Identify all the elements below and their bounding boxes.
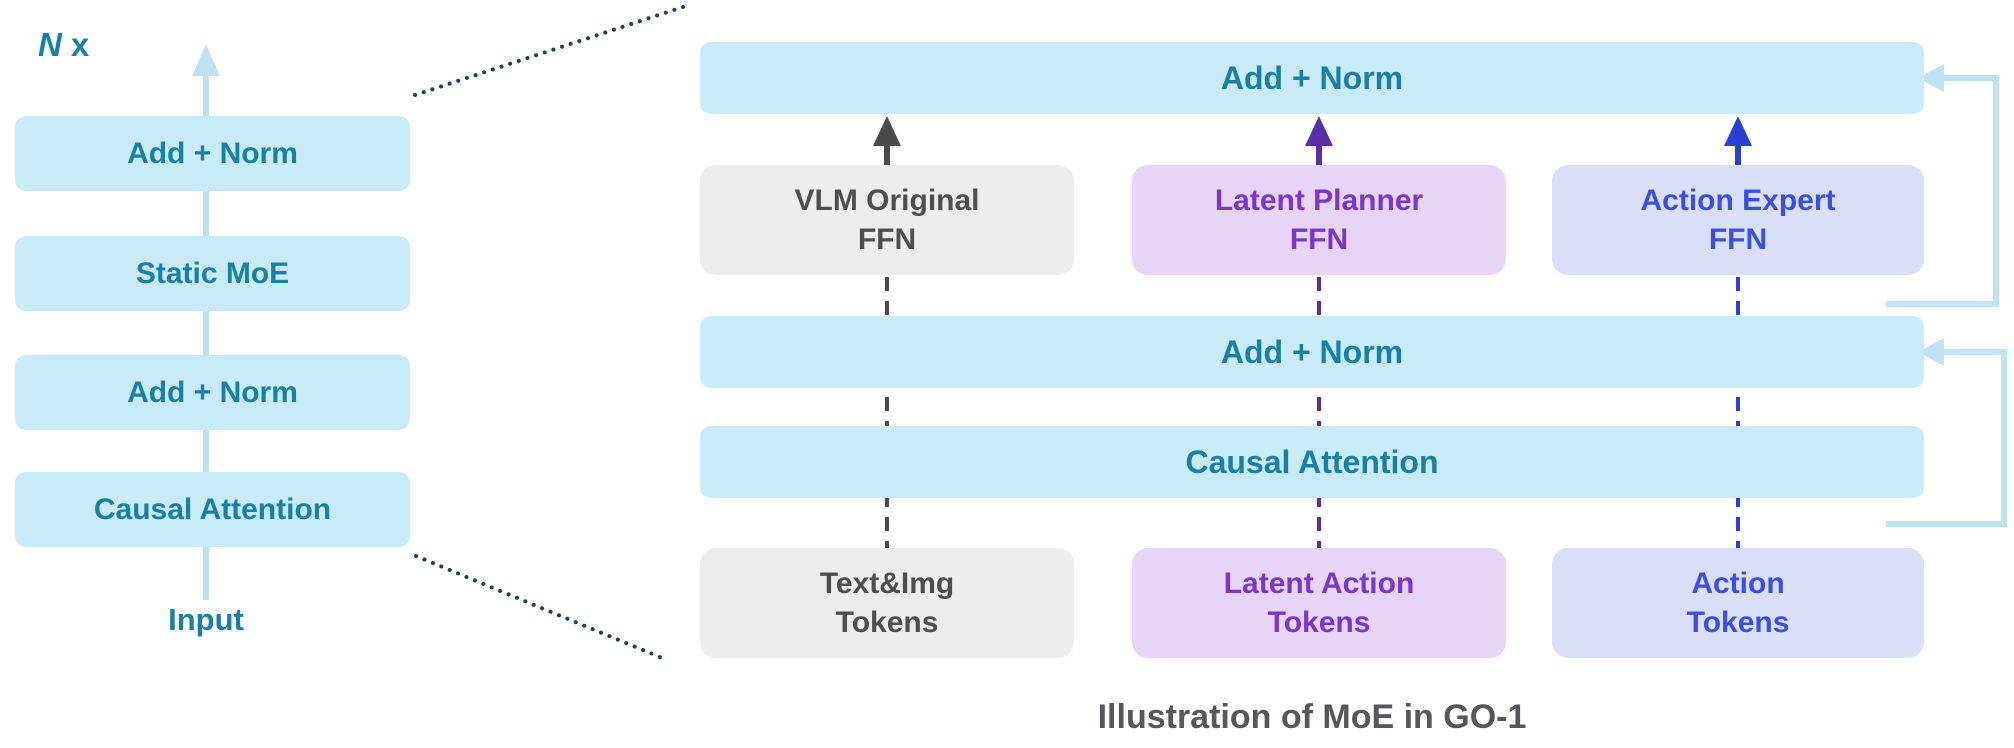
bar-label: Causal Attention xyxy=(1185,443,1439,480)
text-img-tokens-box: Text&Img Tokens xyxy=(700,548,1074,658)
box-label-line2: FFN xyxy=(1289,223,1349,256)
box-label-line1: Latent Planner xyxy=(1214,184,1424,217)
expansion-dotted-line-bottom xyxy=(414,554,669,662)
box-label-line1: Action xyxy=(1691,567,1785,600)
ffn-arrow-action-icon xyxy=(1724,116,1752,170)
box-label-line2: Tokens xyxy=(835,606,939,639)
action-tokens-box: Action Tokens xyxy=(1552,548,1924,658)
repeat-count-x: x xyxy=(70,26,90,63)
box-label-line1: VLM Original xyxy=(794,184,980,217)
left-box-label: Static MoE xyxy=(135,256,290,290)
box-label-line1: Latent Action xyxy=(1223,567,1415,600)
left-box-label: Causal Attention xyxy=(93,492,332,526)
box-label-line2: Tokens xyxy=(1686,606,1790,639)
ffn-arrow-vlm-icon xyxy=(873,116,901,170)
box-label-line1: Action Expert xyxy=(1640,184,1836,217)
box-label-line1: Text&Img xyxy=(819,567,955,600)
input-label: Input xyxy=(168,602,244,637)
residual-connection-top xyxy=(1886,64,1999,307)
left-box-label: Add + Norm xyxy=(127,375,298,409)
residual-connection-middle xyxy=(1886,338,2007,527)
left-box-causal-attention: Causal Attention xyxy=(15,472,410,547)
latent-action-tokens-box: Latent Action Tokens xyxy=(1132,548,1506,658)
add-norm-bar-top: Add + Norm xyxy=(700,42,1924,114)
box-label-line2: Tokens xyxy=(1267,606,1371,639)
box-label-line2: FFN xyxy=(857,223,917,256)
left-box-static-moe: Static MoE xyxy=(15,236,410,311)
left-box-add-norm-top: Add + Norm xyxy=(15,116,410,191)
add-norm-bar-middle: Add + Norm xyxy=(700,316,1924,388)
expansion-dotted-line-top xyxy=(413,4,688,97)
causal-attention-bar: Causal Attention xyxy=(700,426,1924,498)
vlm-ffn-box: VLM Original FFN xyxy=(700,165,1074,275)
diagram-caption: Illustration of MoE in GO-1 xyxy=(1097,698,1527,736)
bar-label: Add + Norm xyxy=(1220,333,1404,370)
bar-label: Add + Norm xyxy=(1220,59,1404,96)
repeat-count-n: N xyxy=(38,26,62,63)
latent-planner-ffn-box: Latent Planner FFN xyxy=(1132,165,1506,275)
box-label-line2: FFN xyxy=(1708,223,1768,256)
ffn-arrow-latent-icon xyxy=(1305,116,1333,170)
left-box-add-norm-bottom: Add + Norm xyxy=(15,355,410,430)
left-box-label: Add + Norm xyxy=(127,136,298,170)
action-expert-ffn-box: Action Expert FFN xyxy=(1552,165,1924,275)
